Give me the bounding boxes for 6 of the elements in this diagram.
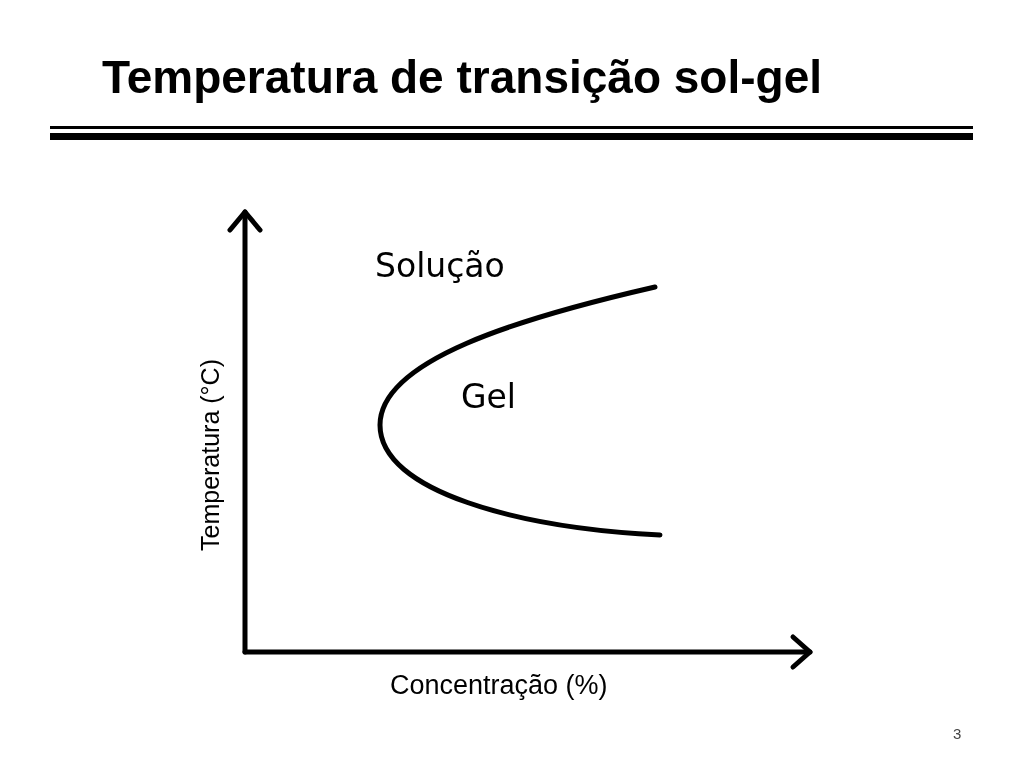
axis-title: Temperatura (°C) (195, 359, 225, 551)
region-label: Solução (375, 246, 505, 285)
axis-title: Concentração (%) (390, 670, 608, 701)
page-number: 3 (953, 725, 962, 742)
region-label: Gel (461, 377, 517, 416)
slide-title: Temperatura de transição sol-gel (102, 50, 823, 104)
